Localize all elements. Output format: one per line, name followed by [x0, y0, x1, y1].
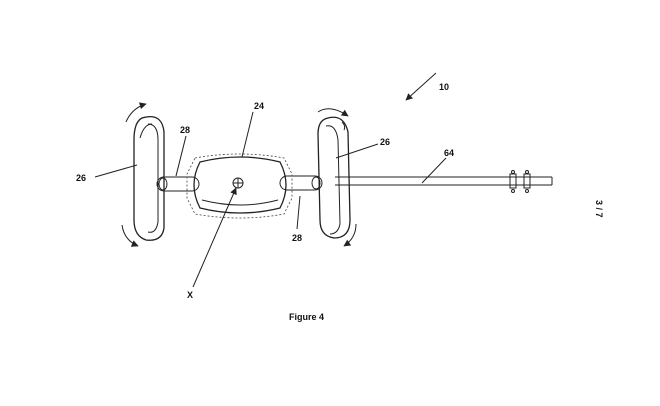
label-body: 24: [254, 101, 264, 111]
shaft: [335, 170, 553, 193]
label-axle-bottom: 28: [292, 233, 302, 243]
figure-caption: Figure 4: [289, 312, 324, 322]
label-axle-top: 28: [180, 125, 190, 135]
axle-left: [156, 176, 200, 192]
paddle-left: [121, 102, 165, 247]
leader-lines: [94, 72, 447, 288]
central-body: [186, 153, 293, 219]
paddle-right: [317, 108, 357, 247]
label-device: 10: [439, 82, 449, 92]
label-paddle-left: 26: [76, 173, 86, 183]
axle-right: [279, 175, 323, 191]
sheet-number: 3 / 7: [594, 200, 604, 218]
label-shaft: 64: [444, 148, 454, 158]
label-paddle-right: 26: [380, 137, 390, 147]
label-axis: X: [187, 290, 193, 300]
